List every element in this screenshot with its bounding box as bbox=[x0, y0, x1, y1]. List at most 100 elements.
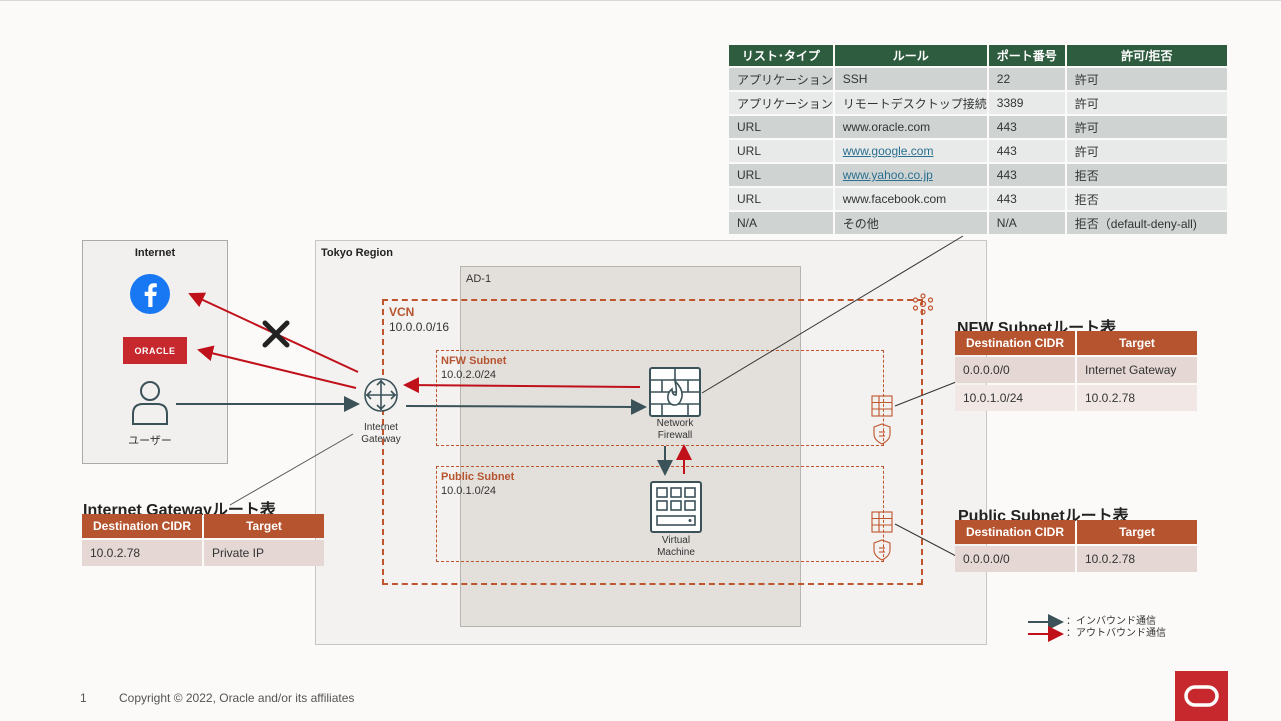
rule-cell-action: 許可 bbox=[1066, 92, 1227, 114]
nfw-route-security-icon bbox=[871, 395, 893, 445]
top-divider bbox=[0, 0, 1281, 4]
legend-inbound-label: ：インバウンド通信 bbox=[1066, 616, 1156, 627]
nfw-route-cell: 10.0.2.78 bbox=[1077, 385, 1197, 411]
rule-cell-type: URL bbox=[729, 116, 833, 138]
rule-cell-action: 拒否 bbox=[1066, 164, 1227, 186]
nfw-route-cell: 0.0.0.0/0 bbox=[955, 357, 1075, 383]
oracle-o-icon bbox=[1184, 685, 1219, 707]
rule-link[interactable]: www.google.com bbox=[842, 144, 934, 158]
rule-link[interactable]: www.yahoo.co.jp bbox=[842, 168, 933, 182]
virtual-machine-icon bbox=[650, 481, 702, 533]
nfw-subnet-box bbox=[436, 350, 884, 446]
public-header-dest: Destination CIDR bbox=[955, 520, 1075, 544]
rule-cell-rule: リモートデスクトップ接続 bbox=[834, 92, 987, 114]
callout-igw-route bbox=[229, 433, 354, 506]
rule-cell-rule[interactable]: www.yahoo.co.jp bbox=[834, 164, 987, 186]
rule-cell-rule: www.facebook.com bbox=[834, 188, 987, 210]
network-firewall-icon bbox=[649, 367, 701, 417]
rule-cell-type: アプリケーション bbox=[729, 68, 833, 90]
rule-cell-rule: その他 bbox=[834, 212, 987, 234]
rule-header-port: ポート番号 bbox=[988, 45, 1065, 66]
rule-cell-port: 443 bbox=[988, 140, 1065, 162]
rule-cell-rule: www.oracle.com bbox=[834, 116, 987, 138]
nfw-subnet-cidr: 10.0.2.0/24 bbox=[441, 369, 497, 381]
rule-cell-port: 443 bbox=[988, 116, 1065, 138]
rule-cell-port: 22 bbox=[988, 68, 1065, 90]
rule-cell-action: 許可 bbox=[1066, 116, 1227, 138]
outbound-arrow-nfw-to-igw bbox=[403, 377, 641, 394]
vcn-icon bbox=[912, 293, 934, 315]
legend-outbound-label: ：アウトバウンド通信 bbox=[1066, 628, 1166, 639]
callout-nfw-route bbox=[894, 381, 957, 407]
igw-header-dest: Destination CIDR bbox=[82, 514, 202, 538]
igw-route-cell: 10.0.2.78 bbox=[82, 540, 202, 566]
vcn-box bbox=[382, 299, 923, 585]
internet-title: Internet bbox=[134, 247, 176, 259]
nfw-header-target: Target bbox=[1077, 331, 1197, 355]
rule-cell-port: N/A bbox=[988, 212, 1065, 234]
rule-cell-type: URL bbox=[729, 164, 833, 186]
public-route-cell: 0.0.0.0/0 bbox=[955, 546, 1075, 572]
oracle-brand-mark bbox=[1175, 671, 1228, 721]
network-firewall-label: Network Firewall bbox=[656, 418, 694, 441]
facebook-icon bbox=[130, 274, 170, 314]
rule-cell-type: アプリケーション bbox=[729, 92, 833, 114]
virtual-machine-label: Virtual Machine bbox=[657, 535, 695, 558]
igw-route-cell: Private IP bbox=[204, 540, 324, 566]
vcn-cidr: 10.0.0.0/16 bbox=[389, 320, 450, 334]
copyright: Copyright © 2022, Oracle and/or its affi… bbox=[119, 691, 355, 705]
rule-header-action: 許可/拒否 bbox=[1066, 45, 1227, 66]
page-number: 1 bbox=[80, 691, 87, 705]
rule-cell-type: N/A bbox=[729, 212, 833, 234]
rule-cell-action: 許可 bbox=[1066, 68, 1227, 90]
nfw-route-cell: Internet Gateway bbox=[1077, 357, 1197, 383]
internet-gateway-icon bbox=[364, 378, 398, 412]
rule-cell-port: 3389 bbox=[988, 92, 1065, 114]
rule-cell-port: 443 bbox=[988, 188, 1065, 210]
ad-title: AD-1 bbox=[466, 273, 492, 285]
public-subnet-cidr: 10.0.1.0/24 bbox=[441, 485, 497, 497]
public-route-security-icon bbox=[871, 511, 893, 561]
nfw-subnet-title: NFW Subnet bbox=[441, 355, 507, 367]
callout-rule-table bbox=[701, 235, 964, 394]
rule-cell-action: 許可 bbox=[1066, 140, 1227, 162]
rule-cell-action: 拒否 bbox=[1066, 188, 1227, 210]
oracle-logo: ORACLE bbox=[123, 337, 187, 364]
rule-cell-action: 拒否（default-deny-all) bbox=[1066, 212, 1227, 234]
callout-public-route bbox=[894, 523, 957, 557]
rule-header-type: リスト･タイプ bbox=[729, 45, 833, 66]
rule-cell-type: URL bbox=[729, 188, 833, 210]
rule-cell-type: URL bbox=[729, 140, 833, 162]
internet-gateway-label: Internet Gateway bbox=[361, 422, 401, 445]
nfw-header-dest: Destination CIDR bbox=[955, 331, 1075, 355]
outbound-arrow-oracle bbox=[197, 345, 357, 389]
rule-cell-rule[interactable]: www.google.com bbox=[834, 140, 987, 162]
public-subnet-title: Public Subnet bbox=[441, 471, 515, 483]
rule-cell-port: 443 bbox=[988, 164, 1065, 186]
public-header-target: Target bbox=[1077, 520, 1197, 544]
legend: ：インバウンド通信 ：アウトバウンド通信 bbox=[1066, 616, 1166, 640]
public-route-cell: 10.0.2.78 bbox=[1077, 546, 1197, 572]
rule-cell-rule: SSH bbox=[834, 68, 987, 90]
ad-1-box: AD-1 bbox=[460, 266, 801, 627]
inbound-arrow-igw-to-nfw bbox=[405, 398, 647, 415]
region-title: Tokyo Region bbox=[321, 247, 393, 259]
igw-header-target: Target bbox=[204, 514, 324, 538]
blocked-x-icon bbox=[262, 320, 290, 348]
